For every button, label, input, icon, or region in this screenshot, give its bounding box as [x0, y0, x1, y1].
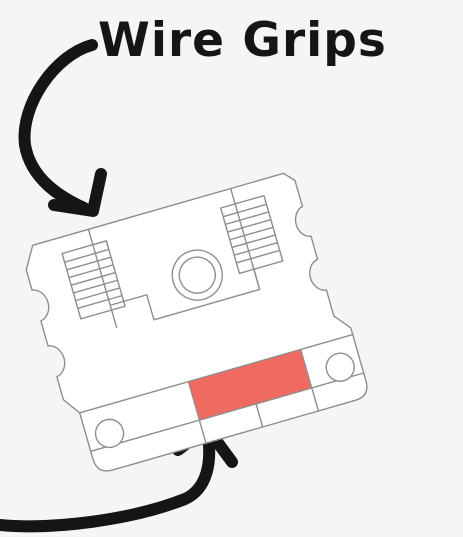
curved-arrow-icon	[0, 424, 216, 533]
left-mount-hole	[94, 418, 125, 449]
center-mount-hole	[178, 256, 216, 294]
diagram-title: Wire Grips	[98, 13, 387, 68]
right-grip-frame	[220, 194, 284, 275]
channel-right-edge	[251, 263, 260, 288]
arrowhead-icon	[48, 168, 107, 217]
right-grip-lines	[222, 203, 281, 264]
right-mount-hole	[325, 352, 355, 382]
left-grip-lines	[63, 248, 123, 310]
top-curved-arrow	[18, 39, 107, 217]
right-wire-grip	[220, 194, 284, 275]
channel-left-edge	[109, 304, 118, 329]
connector-board	[25, 172, 368, 472]
left-wire-grip	[61, 240, 126, 320]
left-grip-frame	[61, 240, 126, 320]
curved-arrow-icon	[18, 39, 98, 214]
pad-dividers	[198, 387, 320, 444]
